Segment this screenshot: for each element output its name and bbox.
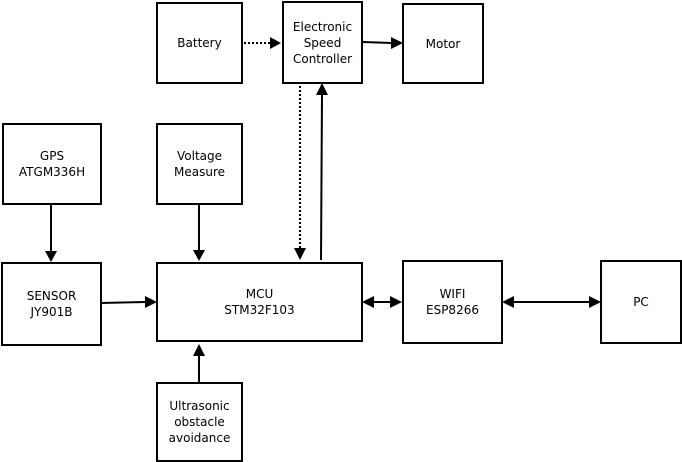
esc-block: Electronic Speed Controller [282,1,363,84]
sensor-block: SENSOR JY901B [1,262,102,346]
arrowhead-voltage-mcu [193,250,205,261]
arrowhead-wifi-pc-left [502,296,514,308]
arrowhead-mcu-esc [316,83,328,95]
gps-label-line1: GPS [39,149,65,163]
connection-sensor-mcu [100,301,147,304]
voltage-label-line1: Voltage [176,149,222,163]
arrowhead-gps-sensor [45,251,57,262]
arrowhead-esc-mcu [294,248,306,260]
esc-label-line3: Controller [292,51,353,66]
esc-label-line2: Speed [303,35,342,50]
ultrasonic-label-line1: Ultrasonic [169,399,230,413]
sensor-label-line1: SENSOR [26,289,77,303]
mcu-block: MCU STM32F103 [156,262,363,342]
battery-block: Battery [156,2,243,84]
motor-block: Motor [402,3,484,84]
gps-block: GPS ATGM336H [2,123,102,205]
ultrasonic-label-line2: obstacle [174,415,225,429]
esc-label-line1: Electronic [292,19,353,34]
ultrasonic-block: Ultrasonic obstacle avoidance [156,382,243,462]
pc-label: PC [633,295,649,309]
connection-mcu-esc [320,93,323,261]
wifi-block: WIFI ESP8266 [402,260,503,344]
connection-esc-motor [361,41,393,44]
arrowhead-wifi-pc-right [589,296,601,308]
wifi-label-line2: ESP8266 [426,303,479,317]
pc-block: PC [600,260,682,344]
voltage-label-line2: Measure [174,165,225,179]
voltage-block: Voltage Measure [156,123,243,205]
ultrasonic-label-line3: avoidance [168,431,231,445]
motor-label: Motor [425,36,461,51]
arrowhead-sensor-mcu [145,296,157,308]
sensor-label-line2: JY901B [30,305,73,319]
mcu-label-line2: STM32F103 [224,303,295,317]
mcu-label-line1: MCU [245,287,274,301]
arrowhead-ultrasonic-mcu [193,344,205,356]
battery-label: Battery [177,36,222,50]
arrowhead-battery-esc [270,37,281,49]
arrowhead-esc-motor [391,37,403,49]
gps-label-line2: ATGM336H [18,165,86,179]
wifi-label-line1: WIFI [439,287,466,301]
arrowhead-mcu-wifi-right [390,296,402,308]
arrowhead-mcu-wifi-left [362,296,374,308]
